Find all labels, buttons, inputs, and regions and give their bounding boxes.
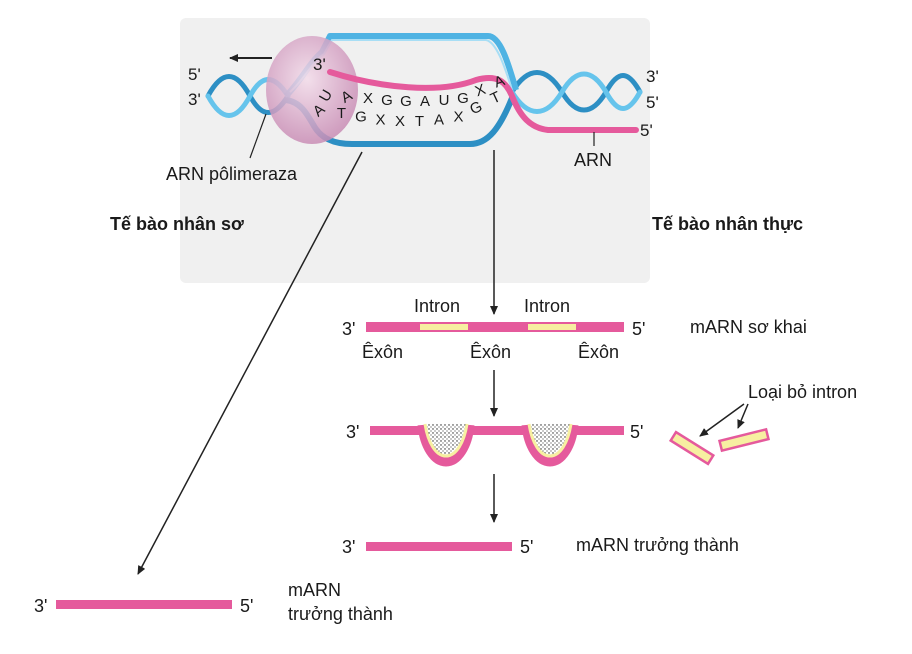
- prime-5-left: 5': [188, 65, 201, 84]
- pre-mrna-prime-3: 3': [342, 319, 355, 339]
- splice-prime-3: 3': [346, 422, 359, 442]
- mature-mrna-prokaryote: [56, 600, 232, 609]
- eukaryote-title: Tế bào nhân thực: [652, 214, 803, 234]
- mature-prime-5: 5': [520, 537, 533, 557]
- top.rna_bases-base: A: [420, 93, 430, 110]
- removed-arrow-1: [699, 403, 745, 437]
- splice-loop-2: [521, 424, 579, 467]
- top.dna_bases-base: G: [355, 109, 367, 126]
- arrow-to-prokaryote-mrna: [137, 151, 363, 575]
- exon-label-2: Êxôn: [470, 342, 511, 362]
- intron-label-1: Intron: [414, 296, 460, 316]
- intron-2: [528, 324, 576, 330]
- top.rna_bases-base: U: [439, 92, 450, 109]
- removed-intron-2: [717, 427, 771, 453]
- top.dna_bases-base: T: [415, 113, 424, 130]
- intron-label-2: Intron: [524, 296, 570, 316]
- splice-loop-1: [417, 424, 475, 467]
- removed-intron-label: Loại bỏ intron: [748, 382, 857, 402]
- prok-mrna-label-1: mARN: [288, 580, 341, 600]
- top.rna_bases-base: G: [400, 93, 412, 110]
- pre-mrna-label: mARN sơ khai: [690, 317, 807, 337]
- mature-prime-3: 3': [342, 537, 355, 557]
- pre-mrna-prime-5: 5': [632, 319, 645, 339]
- prime-3-rna: 3': [313, 55, 326, 74]
- top.dna_bases-base: T: [337, 105, 346, 122]
- prok-prime-3: 3': [34, 596, 47, 616]
- prokaryote-title: Tế bào nhân sơ: [110, 214, 244, 234]
- prime-5-rna: 5': [640, 121, 653, 140]
- intron-1: [420, 324, 468, 330]
- mature-mrna-eukaryote: [366, 542, 512, 551]
- prime-3-right: 3': [646, 67, 659, 86]
- removed-intron-1: [668, 430, 716, 466]
- prime-3-left: 3': [188, 90, 201, 109]
- exon-label-3: Êxôn: [578, 342, 619, 362]
- top.rna_bases-base: X: [363, 90, 373, 107]
- prime-5-right: 5': [646, 93, 659, 112]
- exon-label-1: Êxôn: [362, 342, 403, 362]
- prok-prime-5: 5': [240, 596, 253, 616]
- top.rna_bases-base: G: [381, 92, 393, 109]
- polymerase-label: ARN pôlimeraza: [166, 164, 298, 184]
- top.rna_bases-base: G: [457, 90, 469, 107]
- polymerase-leader: [249, 113, 267, 159]
- removed-arrow-2: [737, 403, 749, 429]
- splicing-mrna: [370, 423, 624, 467]
- dna-helix-right: [509, 70, 643, 114]
- rna-transcript: [327, 69, 639, 133]
- top.dna_bases-base: X: [395, 113, 405, 130]
- top.dna_bases-base: X: [375, 111, 385, 128]
- rna-polymerase: [266, 36, 358, 144]
- splice-prime-5: 5': [630, 422, 643, 442]
- pre-mrna: [366, 322, 624, 332]
- mature-mrna-label: mARN trưởng thành: [576, 535, 739, 555]
- top.dna_bases-base: X: [453, 109, 463, 126]
- prok-mrna-label-2: trưởng thành: [288, 604, 393, 624]
- top.dna_bases-base: A: [434, 111, 444, 128]
- rna-label: ARN: [574, 150, 612, 170]
